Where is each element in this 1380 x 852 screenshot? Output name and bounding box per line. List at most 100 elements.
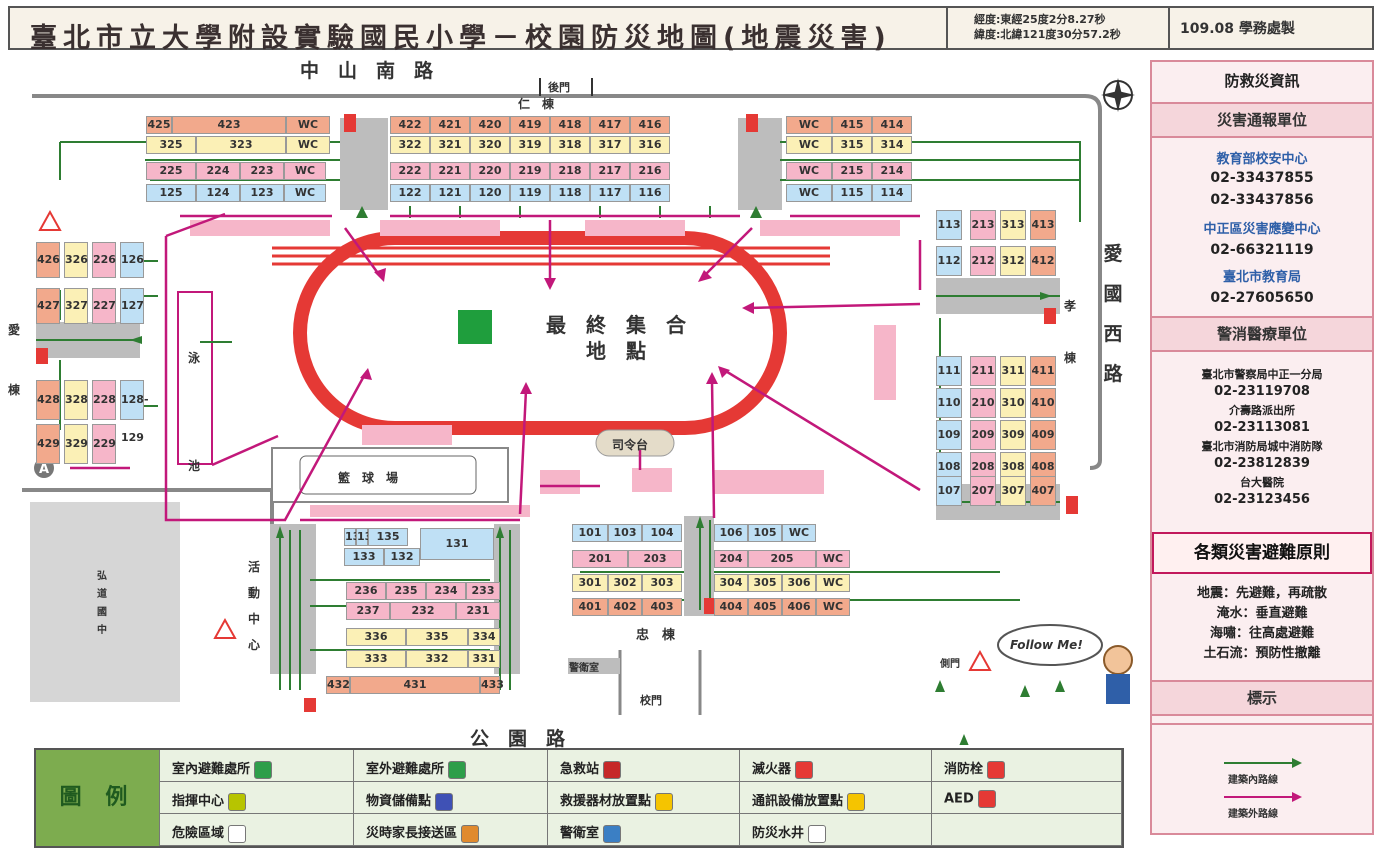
ai-room: 329 [64,424,88,464]
legend-item: 通訊設備放置點 [740,782,932,814]
police-units-heading: 警消醫療單位 [1152,316,1372,352]
map-title: 臺北市立大學附設實驗國民小學－校園防災地圖(地震災害) [30,23,892,54]
zhong-row2-room: 201 [572,550,628,568]
pool-label: 泳池 [188,351,201,473]
legend-symbol-icon [847,792,866,811]
report-unit-2-name: 中正區災害應變中心 [1203,222,1321,237]
north-road-label: 中 山 南 路 [300,60,434,82]
zhong-row3-room: 302 [608,574,642,592]
legend-symbol-icon [987,760,1006,779]
campus-map: A [22,78,1135,745]
legend-symbol-icon [435,792,454,811]
ren-row2-room: 215 [832,162,872,180]
activity-row1-room: 137 [344,528,368,546]
side-gate-label: 側門 [940,659,960,670]
longitude-text: 經度:東經25度2分8.27秒 [974,13,1106,26]
ren-row2-room: WC [786,162,832,180]
activity-row4-room: 432 [326,676,350,694]
legend-symbol-icon [461,824,480,843]
report-unit-1-phone-2: 02-33437856 [1210,192,1314,208]
xiao-room: 313 [1000,210,1026,240]
legend-item: 消防栓 [932,750,1122,782]
ren-row1-room: 118 [550,184,590,202]
ai-room: 428 [36,380,60,420]
guard-house [568,658,620,674]
activity-center-label: 活動中心 [247,560,260,652]
zhong-row3-room: WC [816,574,850,592]
ren-row1-room: 120 [470,184,510,202]
credit-text: 109.08 學務處製 [1180,21,1295,37]
ren-row4-room: 418 [550,116,590,134]
legend-item [932,814,1122,846]
legend-item: 滅火器 [740,750,932,782]
ren-row1-room: 125 [146,184,196,202]
ai-building-label: 愛棟 [8,323,21,397]
ren-row3-room: 320 [470,136,510,154]
xiao-room: 213 [970,210,996,240]
xiao-room: 309 [1000,420,1026,450]
police-unit-1-phone: 02-23119708 [1214,384,1310,399]
xiao-room: 210 [970,388,996,418]
zhong-row2-room: 205 [748,550,816,568]
zhong-row3-room: 304 [714,574,748,592]
activity-row2-room: 233 [466,582,500,600]
activity-row3-room: 334 [468,628,500,646]
ai-room: 429 [36,424,60,464]
report-unit-3-name: 臺北市教育局 [1222,270,1301,285]
legend-item: AED [932,782,1122,814]
ren-row2-room: 220 [470,162,510,180]
police-unit-4-name: 台大醫院 [1240,476,1284,489]
campus-boundary [32,94,1102,470]
ren-row1-room: 116 [630,184,670,202]
legend-symbol-icon [603,824,622,843]
activity-row2-room: 234 [426,582,466,600]
ren-row3-room: 315 [832,136,872,154]
south-road-label: 公 園 路 [470,728,566,750]
police-unit-2-name: 介壽路派出所 [1229,404,1295,417]
basketball-label: 籃 球 場 [338,471,399,485]
legend-item: 指揮中心 [160,782,354,814]
legend-item: 防災水井 [740,814,932,846]
signs-legend-box: 建築內路線 建築外路線 [1150,725,1374,835]
activity-row3b-room: 331 [468,650,500,668]
activity-row4-room: 433 [480,676,504,694]
legend-item: 救援器材放置點 [548,782,740,814]
ren-row4-room: 415 [832,116,872,134]
zhong-row1-room: 105 [748,524,782,542]
ren-row4-room: 425 [146,116,172,134]
ai-room: 328 [64,380,88,420]
ren-row1-room: WC [284,184,326,202]
activity-row3b-room: 332 [406,650,468,668]
ren-row3-room: WC [286,136,330,154]
zhong-row3-room: 301 [572,574,608,592]
ren-row3-room: WC [786,136,832,154]
signs-heading: 標示 [1152,680,1372,716]
xiao-room: 109 [936,420,962,450]
xiao-room: 110 [936,388,962,418]
zhong-row4-room: 406 [782,598,816,616]
zhong-row1-room: 104 [642,524,682,542]
extinguisher-icons [36,114,1078,712]
outer-route-lines [70,212,922,522]
report-unit-2-phone: 02-66321119 [1210,242,1314,258]
xiao-room: 107 [936,476,962,506]
legend-symbol-icon [808,824,827,843]
zhong-row4-room: 404 [714,598,748,616]
principles-heading: 各類災害避難原則 [1152,532,1372,574]
ren-row1-room: 121 [430,184,470,202]
legend-item: 室內避難處所 [160,750,354,782]
ren-row2-room: 223 [240,162,284,180]
zhong-row2-room: WC [816,550,850,568]
legend-symbol-icon [977,790,996,808]
legend-item: 室外避難處所 [354,750,548,782]
ren-row1-room: WC [786,184,832,202]
legend-symbol-icon [228,824,247,843]
pool-outline [177,291,213,465]
ren-row4-room: 420 [470,116,510,134]
ren-row3-room: 314 [872,136,912,154]
coordinates-box: 經度:東經25度2分8.27秒 緯度:北緯121度30分57.2秒 [946,8,1170,48]
zhong-row3-room: 303 [642,574,682,592]
latitude-text: 緯度:北緯121度30分57.2秒 [974,28,1121,41]
ren-row2-room: 222 [390,162,430,180]
report-units-heading: 災害通報單位 [1152,102,1372,138]
